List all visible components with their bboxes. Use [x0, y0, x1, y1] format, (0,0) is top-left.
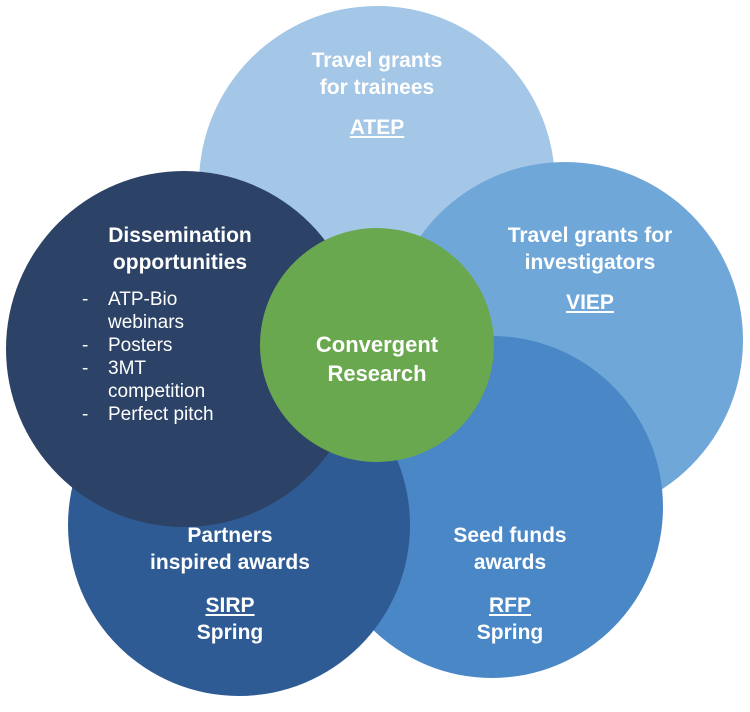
label-dissemination: Dissemination opportunities [80, 222, 280, 276]
center-title-line2: Research [327, 361, 427, 386]
investigators-title-line2: investigators [524, 251, 656, 274]
seed-title-line2: awards [473, 551, 547, 574]
label-seed-funds: Seed funds awards RFP Spring [410, 522, 610, 646]
dissemination-title-line1: Dissemination [108, 224, 252, 247]
dissemination-title-line2: opportunities [112, 251, 248, 274]
seed-code: RFP [489, 594, 531, 617]
partners-title-line1: Partners [187, 524, 273, 547]
partners-title-line2: inspired awards [150, 551, 310, 574]
partners-code: SIRP [205, 594, 255, 617]
trainees-title-line2: for trainees [319, 76, 435, 99]
trainees-code: ATEP [349, 116, 405, 139]
circle-convergent-research [260, 228, 494, 462]
dissemination-list: - ATP-Bio webinars - Posters - 3MT compe… [82, 288, 262, 426]
seed-season: Spring [476, 621, 544, 644]
label-trainees: Travel grants for trainees ATEP [277, 47, 477, 141]
list-item: - Posters [82, 335, 173, 356]
investigators-title-line1: Travel grants for [507, 224, 673, 247]
label-partners: Partners inspired awards SIRP Spring [130, 522, 330, 646]
partners-season: Spring [196, 621, 264, 644]
list-item: - ATP-Bio webinars [82, 289, 185, 333]
list-item: - Perfect pitch [82, 404, 214, 425]
trainees-title-line1: Travel grants [311, 49, 443, 72]
center-title-line1: Convergent [315, 332, 439, 357]
list-item: - 3MT competition [82, 358, 206, 402]
seed-title-line1: Seed funds [453, 524, 567, 547]
label-convergent-research: Convergent Research [277, 330, 477, 388]
investigators-code: VIEP [566, 291, 614, 314]
label-investigators: Travel grants for investigators VIEP [480, 222, 700, 316]
